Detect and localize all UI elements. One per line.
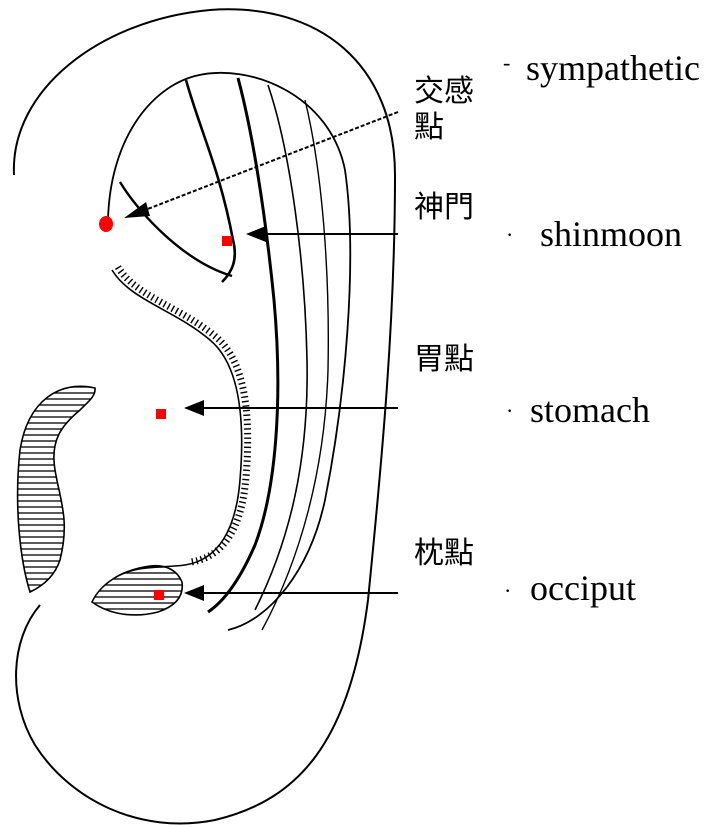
sympathetic-english-label: sympathetic <box>526 48 700 88</box>
antihelix-ridge-1 <box>186 80 235 282</box>
stomach-bullet: · <box>506 398 513 424</box>
occiput-point-marker <box>154 590 164 600</box>
triangular-fossa <box>120 182 232 276</box>
shinmoon-chinese-label: 神門 <box>414 190 474 226</box>
sympathetic-point-marker <box>99 216 113 232</box>
occiput-chinese-label: 枕點 <box>414 536 474 572</box>
antihelix-ridge-2 <box>208 78 278 612</box>
stomach-arrow <box>184 400 398 416</box>
shinmoon-arrow <box>246 226 398 242</box>
sympathetic-bullet: - <box>503 50 510 76</box>
stomach-point-marker <box>156 409 166 419</box>
stomach-english-label: stomach <box>530 390 650 430</box>
occiput-bullet: · <box>504 578 511 604</box>
concha-rim <box>112 270 242 575</box>
stomach-chinese-label: 胃點 <box>414 342 474 378</box>
shinmoon-point-marker <box>222 236 232 246</box>
antihelix-ridge-4 <box>262 100 328 630</box>
shinmoon-bullet: · <box>506 222 513 248</box>
shinmoon-english-label: shinmoon <box>540 214 682 254</box>
tragus <box>18 386 95 592</box>
concha-hatching <box>118 267 248 562</box>
inner-helix-rim <box>108 73 350 630</box>
antitragus <box>92 566 182 615</box>
occiput-english-label: occiput <box>530 568 636 608</box>
occiput-arrow <box>184 585 398 601</box>
sympathetic-chinese-label: 交感點 <box>414 74 478 146</box>
